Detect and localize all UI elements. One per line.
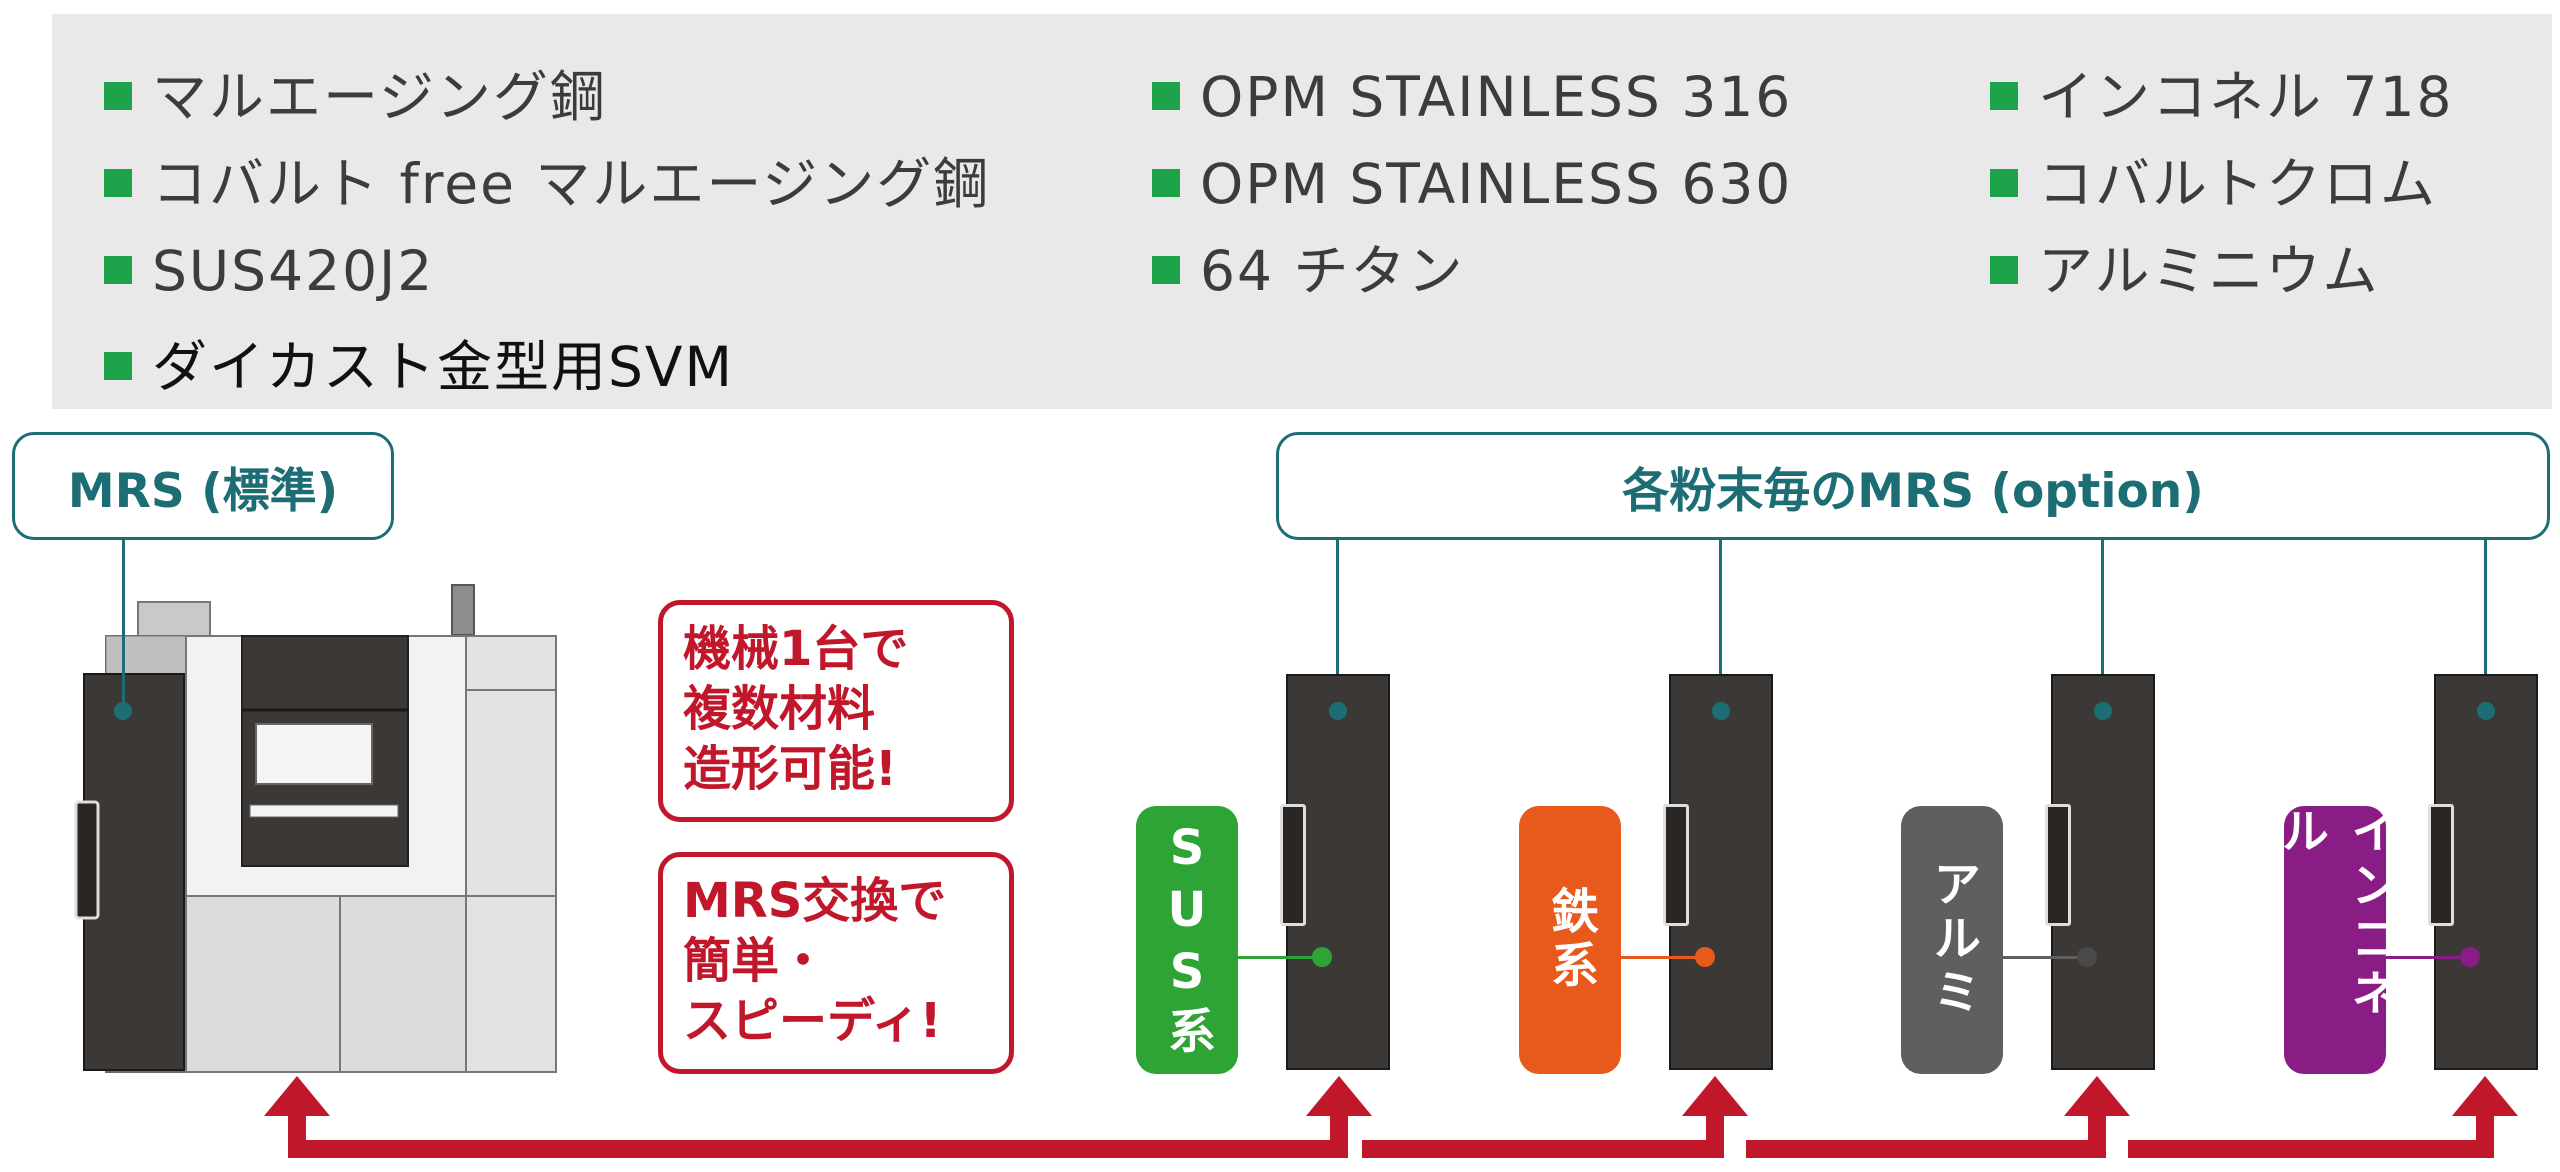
material-item: インコネル 718 bbox=[1990, 70, 2453, 125]
tag-lead-dot bbox=[1695, 947, 1715, 967]
mrs-module-aluminum bbox=[2045, 674, 2155, 1070]
arrow-up-icon bbox=[2452, 1076, 2518, 1116]
material-item: 64 チタン bbox=[1152, 244, 1464, 299]
bullet-square-icon bbox=[104, 82, 132, 110]
material-item: OPM STAINLESS 630 bbox=[1152, 157, 1792, 212]
module-handle bbox=[2045, 804, 2071, 926]
connector-dot bbox=[1329, 702, 1347, 720]
option-mrs-label: 各粉末毎のMRS (option) bbox=[1276, 432, 2550, 540]
arrow-up-icon bbox=[2064, 1076, 2130, 1116]
material-item: ダイカスト金型用SVM bbox=[104, 340, 734, 395]
connector-line bbox=[1719, 540, 1722, 712]
material-item: コバルト free マルエージング鋼 bbox=[104, 157, 990, 212]
note-easy-exchange: MRS交換で 簡単・ スピーディ! bbox=[658, 852, 1014, 1074]
connector-line bbox=[1336, 540, 1339, 712]
bullet-square-icon bbox=[1152, 169, 1180, 197]
material-item: OPM STAINLESS 316 bbox=[1152, 70, 1792, 125]
mrs-module-iron bbox=[1663, 674, 1773, 1070]
tag-lead-line bbox=[2386, 956, 2470, 959]
tag-lead-dot bbox=[2460, 947, 2480, 967]
connector-dot bbox=[1712, 702, 1730, 720]
arrow-base-line bbox=[2128, 1140, 2494, 1158]
mrs-module-sus bbox=[1280, 674, 1390, 1070]
bullet-square-icon bbox=[1990, 256, 2018, 284]
tag-inconel: インコネル bbox=[2272, 806, 2398, 1074]
arrow-up-icon bbox=[264, 1076, 330, 1116]
connector-dot bbox=[2094, 702, 2112, 720]
material-item: SUS420J2 bbox=[104, 244, 434, 299]
tag-lead-dot bbox=[1312, 947, 1332, 967]
connector-line bbox=[122, 540, 125, 712]
tag-iron: 鉄系 bbox=[1519, 806, 1621, 1074]
arrow-base-line bbox=[1746, 1140, 2106, 1158]
arrow-up-icon bbox=[1682, 1076, 1748, 1116]
material-item: マルエージング鋼 bbox=[104, 70, 607, 125]
tag-sus: SUS系 bbox=[1136, 806, 1238, 1074]
mrs-module-inconel bbox=[2428, 674, 2538, 1070]
bullet-square-icon bbox=[1152, 82, 1180, 110]
standard-mrs-label: MRS (標準) bbox=[12, 432, 394, 540]
note-multi-material: 機械1台で 複数材料 造形可能! bbox=[658, 600, 1014, 822]
tag-lead-dot bbox=[2077, 947, 2097, 967]
bullet-square-icon bbox=[104, 352, 132, 380]
tag-aluminum: アルミ bbox=[1901, 806, 2003, 1074]
connector-dot bbox=[2477, 702, 2495, 720]
connector-line bbox=[2484, 540, 2487, 712]
material-item: アルミニウム bbox=[1990, 244, 2379, 299]
bullet-square-icon bbox=[1152, 256, 1180, 284]
arrow-base-line bbox=[1362, 1140, 1724, 1158]
arrow-base-line bbox=[288, 1140, 1348, 1158]
bullet-square-icon bbox=[104, 169, 132, 197]
connector-dot bbox=[114, 702, 132, 720]
bullet-square-icon bbox=[104, 256, 132, 284]
tag-lead-line bbox=[2003, 956, 2087, 959]
connector-line bbox=[2101, 540, 2104, 712]
module-handle bbox=[1280, 804, 1306, 926]
module-handle bbox=[1663, 804, 1689, 926]
materials-panel bbox=[52, 14, 2552, 409]
tag-lead-line bbox=[1238, 956, 1322, 959]
material-item: コバルトクロム bbox=[1990, 157, 2437, 212]
module-handle bbox=[2428, 804, 2454, 926]
arrow-up-icon bbox=[1306, 1076, 1372, 1116]
bullet-square-icon bbox=[1990, 82, 2018, 110]
bullet-square-icon bbox=[1990, 169, 2018, 197]
tag-lead-line bbox=[1621, 956, 1705, 959]
